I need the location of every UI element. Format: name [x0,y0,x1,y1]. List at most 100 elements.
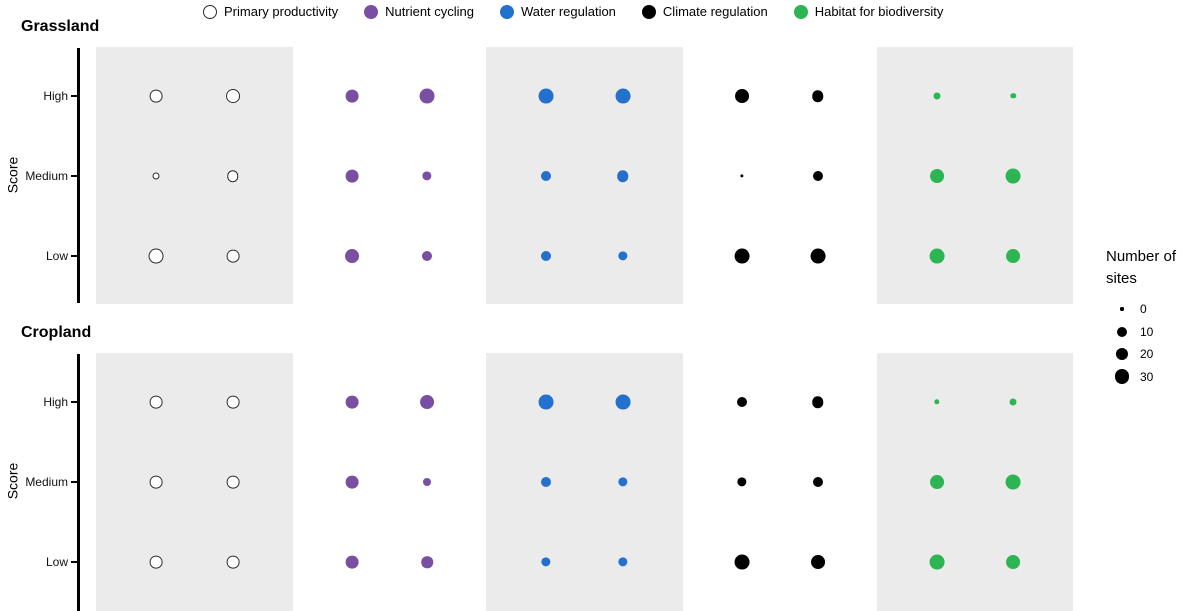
facet-background-band [486,353,683,611]
facet-background-band [486,47,683,304]
axis-tick [71,95,77,97]
data-point [934,399,940,405]
data-point [541,171,552,181]
data-point [149,475,163,489]
data-point [734,248,750,264]
data-point [1005,168,1021,184]
size-legend-row: 0 [1112,300,1147,318]
data-point [812,477,823,487]
data-point [812,90,824,102]
data-point [345,395,359,409]
data-point [737,397,748,407]
size-legend-dot-icon [1114,369,1130,384]
data-point [929,475,944,489]
size-legend-dot-icon [1117,326,1127,337]
data-point [812,396,824,408]
open-circle-icon [203,4,217,19]
y-axis-line [77,48,80,303]
facet-background-band [96,353,293,611]
size-legend-value: 0 [1140,302,1147,316]
data-point [1009,398,1017,406]
data-point [344,249,359,263]
y-tick-label: High [43,89,68,103]
data-point [618,477,628,487]
axis-tick [71,561,77,563]
data-point [737,477,747,487]
data-point [810,555,825,569]
data-point [422,171,432,181]
data-point [735,89,750,103]
y-tick-label: Medium [25,169,68,183]
facet-background-band [877,353,1073,611]
data-point [419,88,435,104]
data-point [227,170,239,182]
y-tick-label: Medium [25,475,68,489]
legend-item: Habitat for biodiversity [793,4,944,19]
data-point [929,169,944,183]
data-point [740,174,744,178]
data-point [1006,555,1021,569]
data-point [423,478,432,486]
filled-circle-icon [364,4,379,19]
size-legend-value: 10 [1140,324,1154,339]
data-point [810,248,826,264]
data-point [1005,474,1021,490]
data-point [812,171,823,181]
size-legend-value: 20 [1140,347,1154,361]
data-point [929,248,945,264]
data-point [734,554,750,570]
data-point [618,557,628,567]
data-point [618,251,628,261]
size-legend-dot-icon [1115,347,1129,361]
legend-item: Primary productivity [203,4,338,19]
panel-title-grassland: Grassland [21,18,100,35]
data-point [538,88,554,104]
legend-label: Primary productivity [224,4,339,19]
data-point [615,88,631,104]
size-legend-value: 30 [1140,369,1154,384]
filled-circle-icon [641,4,656,19]
data-point [541,251,552,261]
legend-item: Water regulation [500,4,616,19]
size-legend-row: 20 [1112,345,1153,363]
color-legend: Primary productivity Nutrient cycling Wate… [203,4,943,19]
data-point [226,395,240,409]
legend-label: Habitat for biodiversity [814,4,944,19]
size-legend-title: Number of sites [1106,248,1177,287]
data-point [152,172,160,180]
filled-circle-icon [500,4,515,19]
legend-item: Nutrient cycling [364,4,474,19]
size-legend-row: 30 [1112,368,1153,386]
data-point [617,170,629,182]
data-point [345,555,359,569]
data-point [148,248,164,264]
data-point [929,554,945,570]
facet-background-band [877,47,1073,304]
data-point [422,251,433,261]
size-legend-row: 10 [1112,323,1153,341]
y-axis-line [77,354,80,611]
axis-tick [71,401,77,403]
data-point [149,89,163,103]
data-point [149,395,163,409]
y-tick-label: High [43,395,68,409]
data-point [225,89,240,103]
data-point [345,89,359,103]
y-tick-label: Low [45,249,68,263]
data-point [1006,249,1021,263]
data-point [541,477,552,487]
data-point [541,557,551,567]
y-tick-label: Low [45,555,68,569]
data-point [149,555,163,569]
data-point [615,394,631,410]
panel-title-cropland: Cropland [21,324,92,341]
legend-label: Water regulation [521,4,616,19]
data-point [933,92,941,100]
legend-label: Nutrient cycling [385,4,475,19]
data-point [226,475,240,489]
size-legend-dot-icon [1120,307,1124,311]
data-point [1010,93,1016,99]
facet-background-band [96,47,293,304]
data-point [421,556,433,568]
